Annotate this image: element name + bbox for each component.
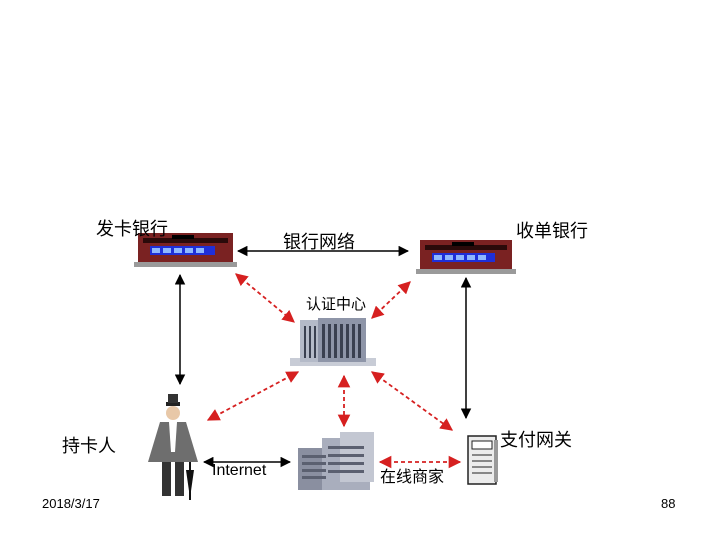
acquiring-bank-ca-arrow xyxy=(371,281,411,319)
payment-gateway-icon xyxy=(467,435,498,485)
issuing-bank-ca-arrow xyxy=(235,273,295,323)
issuing-bank-icon xyxy=(134,233,237,267)
bank-network-label: 银行网络 xyxy=(283,232,355,253)
acquiring-bank-icon xyxy=(416,240,516,274)
gateway-ca-arrow xyxy=(370,371,454,431)
page-number: 88 xyxy=(661,496,676,511)
footer-date: 2018/3/17 xyxy=(42,496,100,511)
internet-label: Internet xyxy=(212,462,267,479)
certificate-authority-building-icon xyxy=(290,318,376,366)
solid-connectors xyxy=(174,245,472,468)
payment-gateway-label: 支付网关 xyxy=(500,430,572,451)
online-merchant-label: 在线商家 xyxy=(380,467,445,486)
cardholder-ca-arrow xyxy=(206,371,300,421)
certificate-authority-label: 认证中心 xyxy=(306,295,367,313)
acquiring-bank-label: 收单银行 xyxy=(516,221,588,242)
issuing-bank-label: 发卡银行 xyxy=(96,219,168,240)
merchant-server-icon xyxy=(298,432,374,490)
dashed-connectors xyxy=(206,273,462,469)
cardholder-label: 持卡人 xyxy=(62,436,116,457)
cardholder-person-icon xyxy=(148,394,198,500)
